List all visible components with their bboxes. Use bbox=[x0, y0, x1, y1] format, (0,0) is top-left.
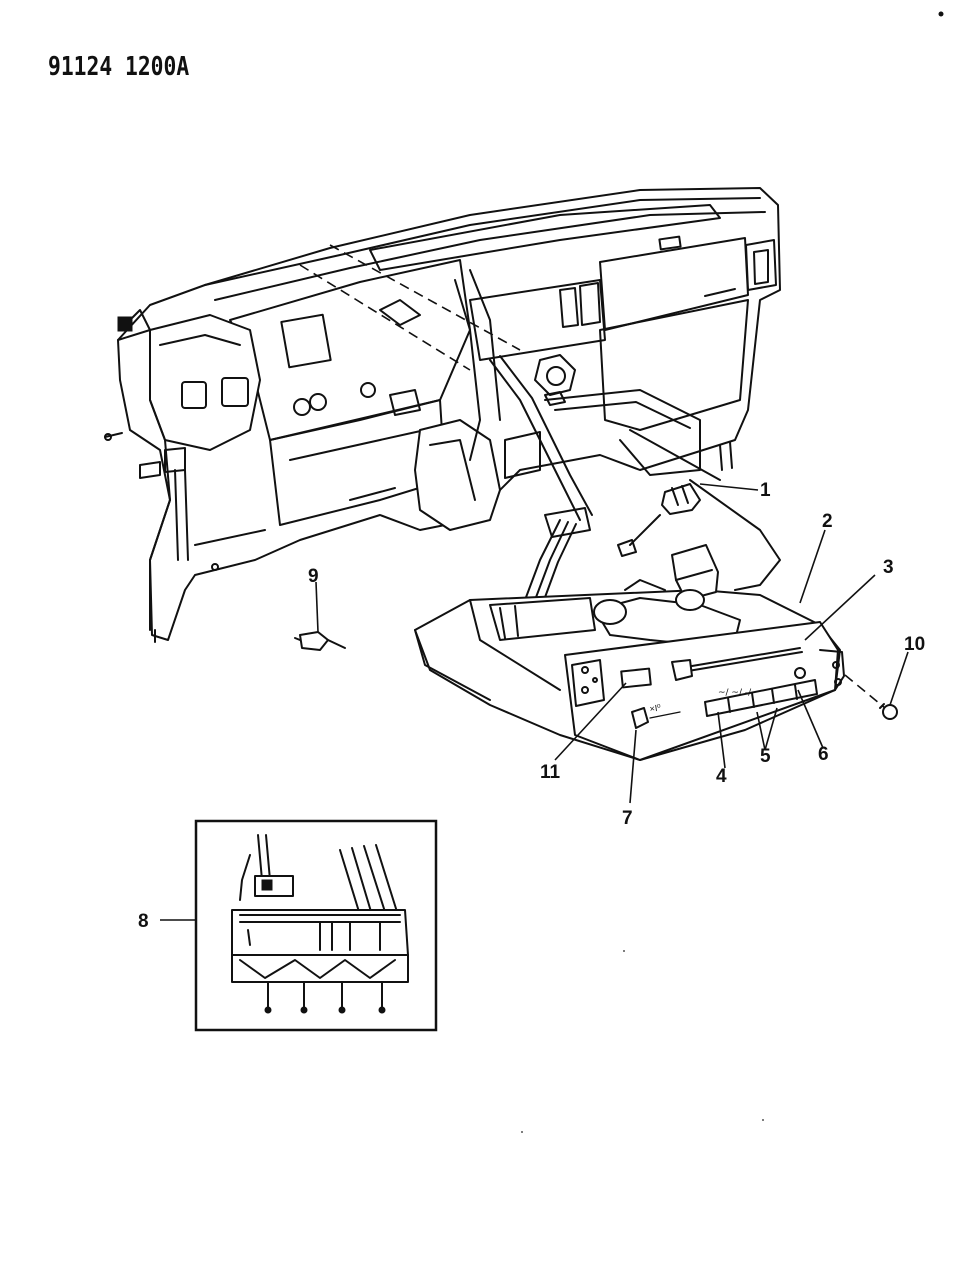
scan-specks bbox=[521, 11, 944, 1133]
callout-6: 6 bbox=[818, 744, 829, 765]
callout-1: 1 bbox=[760, 480, 771, 501]
leader-lines bbox=[160, 483, 909, 921]
cable-clip-part-1 bbox=[617, 483, 701, 557]
callout-9: 9 bbox=[308, 566, 319, 587]
callout-labels: 1 2 3 4 5 6 7 8 9 10 11 bbox=[138, 480, 925, 932]
screw-part-10 bbox=[844, 674, 898, 720]
svg-text:×I⁰: ×I⁰ bbox=[649, 702, 662, 714]
callout-7: 7 bbox=[622, 808, 633, 829]
document-code: 91124 1200A bbox=[48, 52, 190, 82]
callout-5: 5 bbox=[760, 746, 771, 767]
callout-8: 8 bbox=[138, 911, 149, 932]
instrument-panel bbox=[104, 187, 781, 643]
callout-4: 4 bbox=[716, 766, 727, 787]
heater-control-assembly: ×I⁰ ~/ ~/ -/ bbox=[414, 544, 845, 761]
svg-text:~/ ~/ -/: ~/ ~/ -/ bbox=[718, 688, 752, 698]
callout-10: 10 bbox=[904, 634, 925, 655]
callout-2: 2 bbox=[822, 511, 833, 532]
callout-3: 3 bbox=[883, 557, 894, 578]
bulb-socket-part-9 bbox=[294, 631, 346, 651]
callout-11: 11 bbox=[540, 762, 561, 783]
inset-detail-part-8 bbox=[194, 819, 438, 1032]
